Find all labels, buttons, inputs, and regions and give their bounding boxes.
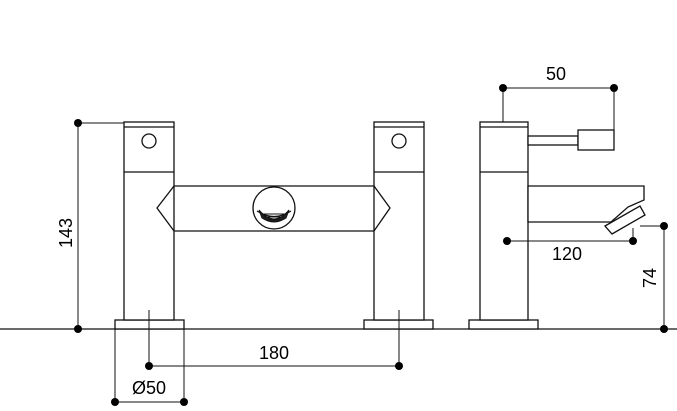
dimension-height-total: 143 <box>56 119 124 333</box>
side-spout-tip <box>603 205 646 235</box>
dimension-diameter: Ø50 <box>111 329 188 406</box>
spout-height-label: 74 <box>640 268 660 288</box>
diameter-label: Ø50 <box>132 378 166 398</box>
left-handle-indicator-icon <box>141 133 157 149</box>
centers-label: 180 <box>259 343 289 363</box>
right-handle-indicator-icon <box>391 133 407 149</box>
left-pillar <box>123 121 175 321</box>
side-lever-stem <box>527 135 579 146</box>
dimension-spout-reach: 120 <box>503 228 637 264</box>
spout-outlet-icon <box>252 186 296 230</box>
height-total-label: 143 <box>56 218 76 248</box>
side-base-flange <box>468 319 539 330</box>
dimension-centers: 180 <box>145 310 403 370</box>
dimension-spout-height: 74 <box>640 222 668 333</box>
right-pillar <box>373 121 425 321</box>
dimension-handle-reach: 50 <box>499 64 618 130</box>
side-pillar <box>479 121 529 321</box>
handle-reach-label: 50 <box>546 64 566 84</box>
front-view <box>114 121 434 330</box>
spout-reach-label: 120 <box>552 244 582 264</box>
side-lever-knob <box>577 129 615 151</box>
side-spout <box>527 185 645 223</box>
side-view <box>468 121 646 330</box>
